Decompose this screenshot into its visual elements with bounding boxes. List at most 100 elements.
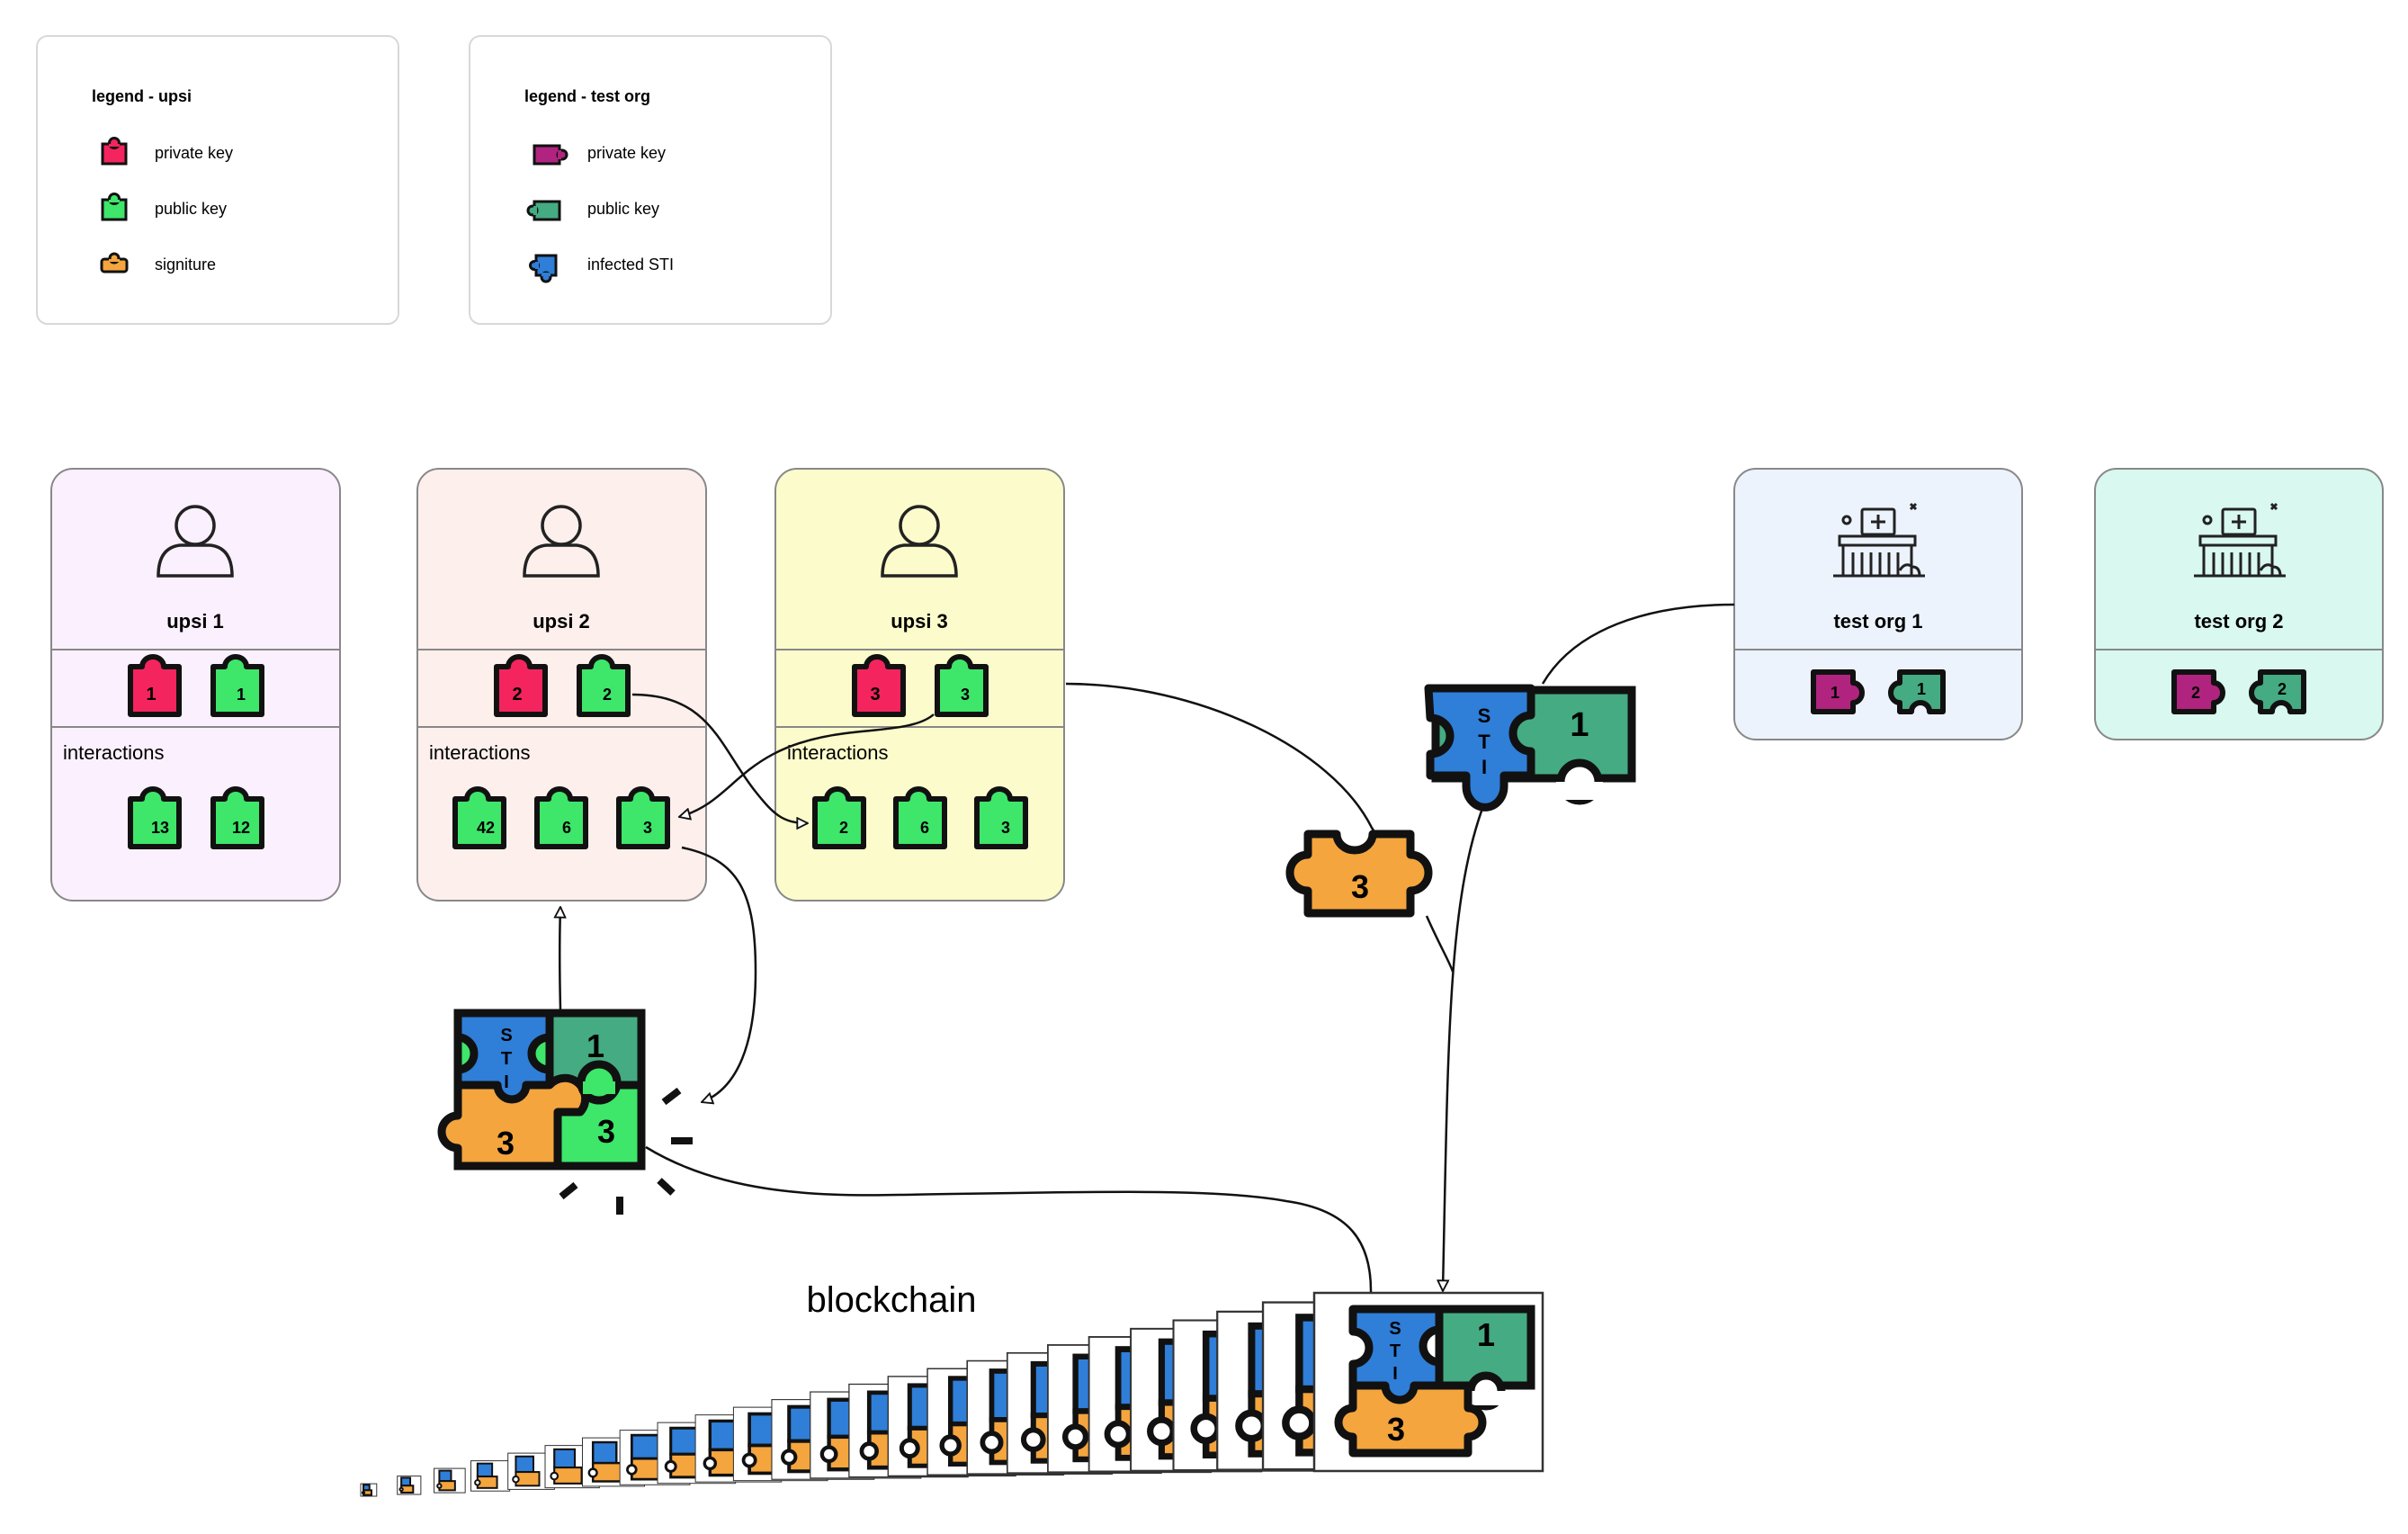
org-private-key-number: 1 (1831, 684, 1840, 702)
upsi-public-key-puzzle-icon: 3 (935, 654, 989, 717)
org-public-key-number: 1 (1917, 680, 1926, 698)
upsi-public-key-number: 2 (603, 686, 612, 704)
upsi-card-1[interactable]: upsi 1 1 1 interactions 13 12 (50, 468, 341, 902)
org-private-key-number: 2 (2191, 684, 2200, 702)
upsi-private-key-number: 3 (870, 685, 880, 704)
org-key-number: 1 (1477, 1316, 1495, 1353)
legend-test-org-box (469, 35, 832, 325)
interactions-label: interactions (787, 741, 889, 764)
combined-verification-block: S T I 1 3 3 (437, 1009, 693, 1215)
test-org-card-2[interactable]: test org 2 2 2 (2094, 468, 2384, 740)
legend-org-public-key-puzzle-icon (526, 200, 561, 221)
org-private-key-puzzle-icon: 2 (2171, 669, 2225, 714)
blockchain-old-block (397, 1476, 422, 1495)
connector-combined-block-to-blockchain-head (645, 1145, 1373, 1295)
interaction-number: 6 (562, 819, 571, 837)
connector-combined-block-to-upsi2 (559, 907, 560, 1010)
blockchain-old-block (470, 1460, 511, 1492)
interactions-label: interactions (429, 741, 531, 764)
blockchain-stack (360, 1301, 1479, 1497)
upsi-public-key-number: 1 (237, 686, 246, 704)
sti-letter: T (1390, 1341, 1401, 1361)
connector-testorg1-to-sti-piece (1541, 603, 1735, 685)
signature-number: 3 (1387, 1411, 1405, 1448)
connector-upsi3-pubkey-to-upsi2-interaction (679, 713, 935, 817)
upsi-card-name: upsi 2 (533, 610, 590, 632)
org-public-key-puzzle-icon: 2 (2249, 669, 2306, 714)
interaction-public-key-puzzle-icon: 6 (893, 786, 947, 849)
upsi-private-key-number: 1 (146, 685, 156, 704)
user-icon (157, 505, 234, 578)
connector-upsi2-to-combined-block (681, 846, 757, 1102)
interactions-label: interactions (63, 741, 165, 764)
interaction-public-key-puzzle-icon: 3 (974, 786, 1028, 849)
signature-number: 3 (1351, 868, 1369, 905)
upsi-public-key-puzzle-icon: 2 (577, 654, 631, 717)
hospital-icon (1833, 502, 1925, 578)
interaction-number: 3 (1001, 819, 1010, 837)
blockchain-label: blockchain (806, 1280, 976, 1320)
org-public-key-puzzle-icon: 1 (1888, 669, 1946, 714)
interaction-public-key-puzzle-icon: 42 (452, 786, 506, 849)
legend-upsi-title: legend - upsi (92, 87, 192, 105)
upsi-private-key-number: 2 (512, 685, 522, 704)
legend-upsi-item-label: public key (155, 200, 227, 218)
interaction-public-key-puzzle-icon: 12 (210, 786, 264, 849)
sti-letter: S (500, 1026, 512, 1045)
legend-upsi-item-label: signiture (155, 256, 216, 274)
upsi-card-3[interactable]: upsi 3 3 3 interactions 2 6 3 (774, 468, 1065, 902)
blockchain-head-block: S T I 1 3 (1312, 1291, 1544, 1473)
upsi-card-name: upsi 1 (166, 610, 224, 632)
interaction-number: 12 (232, 819, 250, 837)
connector-upsi2-pubkey-to-upsi3-interaction (631, 693, 808, 823)
interaction-public-key-puzzle-icon: 2 (812, 786, 866, 849)
upsi-card-2[interactable]: upsi 2 2 2 interactions 42 6 3 (416, 468, 707, 902)
test-org-card-1[interactable]: test org 1 1 1 (1733, 468, 2023, 740)
org-private-key-puzzle-icon: 1 (1811, 669, 1865, 714)
user-icon (881, 505, 958, 578)
public-key-number: 3 (597, 1113, 615, 1150)
legend-upsi: legend - upsi private key public key sig… (36, 35, 399, 325)
blockchain-old-block (360, 1483, 378, 1497)
legend-upsi-box (36, 35, 399, 325)
sti-letter: I (504, 1072, 509, 1092)
upsi-public-key-number: 3 (961, 686, 970, 704)
upsi-private-key-puzzle-icon: 2 (494, 654, 548, 717)
sti-org-key-piece: S T I 1 (1424, 684, 1636, 812)
legend-test-org-item-label: private key (587, 144, 666, 162)
legend-upsi-signature-puzzle-icon (100, 252, 129, 274)
blockchain: blockchain S T I 1 3 (360, 1280, 1544, 1497)
legend-upsi-item-label: private key (155, 144, 233, 162)
interaction-number: 3 (643, 819, 652, 837)
sti-letter: T (1478, 731, 1490, 753)
sti-letter: T (501, 1049, 512, 1069)
interaction-number: 6 (920, 819, 929, 837)
user-icon (523, 505, 600, 578)
upsi-public-key-puzzle-icon: 1 (210, 654, 264, 717)
signature-piece: 3 (1285, 830, 1433, 918)
org-key-number: 1 (1570, 706, 1589, 744)
legend-infected-sti-puzzle-icon (529, 254, 558, 283)
legend-test-org-item-label: infected STI (587, 256, 674, 274)
upsi-card-name: upsi 3 (891, 610, 948, 632)
legend-upsi-public-key-puzzle-icon (101, 193, 128, 221)
blockchain-old-block (434, 1467, 466, 1494)
sti-letter: I (1482, 756, 1487, 778)
hospital-icon (2194, 502, 2286, 578)
interaction-public-key-puzzle-icon: 6 (534, 786, 588, 849)
sti-letter: S (1389, 1319, 1401, 1339)
burst-lines (559, 1087, 693, 1215)
sti-letter: S (1478, 704, 1491, 727)
upsi-private-key-puzzle-icon: 3 (852, 654, 906, 717)
interaction-number: 13 (151, 819, 169, 837)
interaction-number: 42 (477, 819, 495, 837)
org-key-number: 1 (586, 1027, 604, 1064)
org-public-key-number: 2 (2278, 680, 2287, 698)
connector-sti-piece-to-blockchain-head (1443, 803, 1486, 1291)
legend-org-private-key-puzzle-icon (533, 144, 568, 166)
legend-upsi-private-key-puzzle-icon (101, 137, 128, 166)
signature-number: 3 (497, 1125, 515, 1162)
connectors (559, 603, 1735, 1295)
org-card-name: test org 2 (2194, 610, 2283, 632)
